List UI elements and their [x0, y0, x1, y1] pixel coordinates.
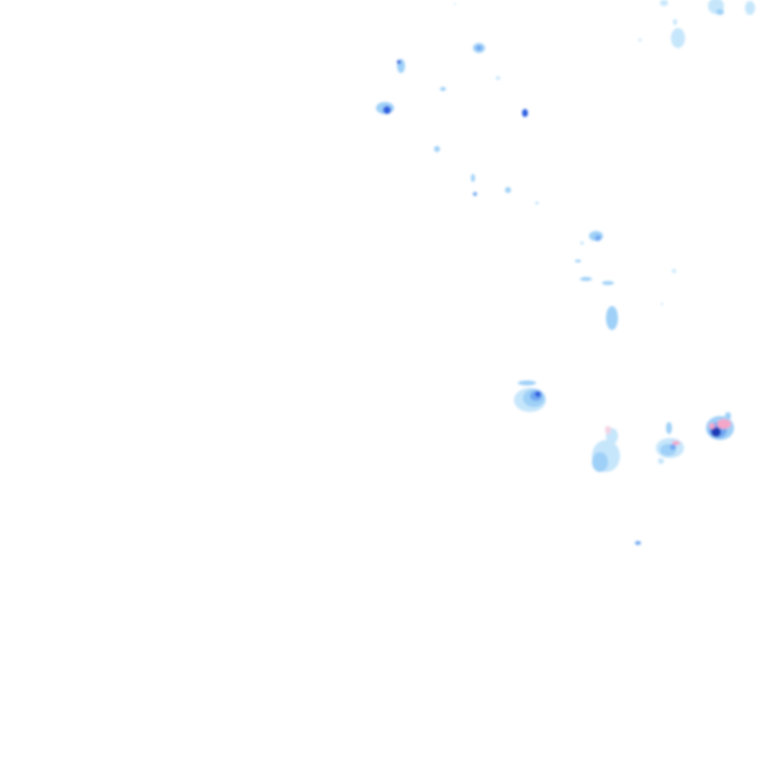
storm-cell-center: [514, 380, 546, 412]
echo-cluster-top-right: [638, 0, 755, 48]
echo-cluster-northwest: [376, 3, 539, 205]
echo-cluster-southeast: [592, 422, 684, 472]
storm-cell-east: [706, 412, 734, 440]
echo-isolated-south: [635, 541, 641, 545]
echo-cluster-central: [575, 231, 676, 330]
